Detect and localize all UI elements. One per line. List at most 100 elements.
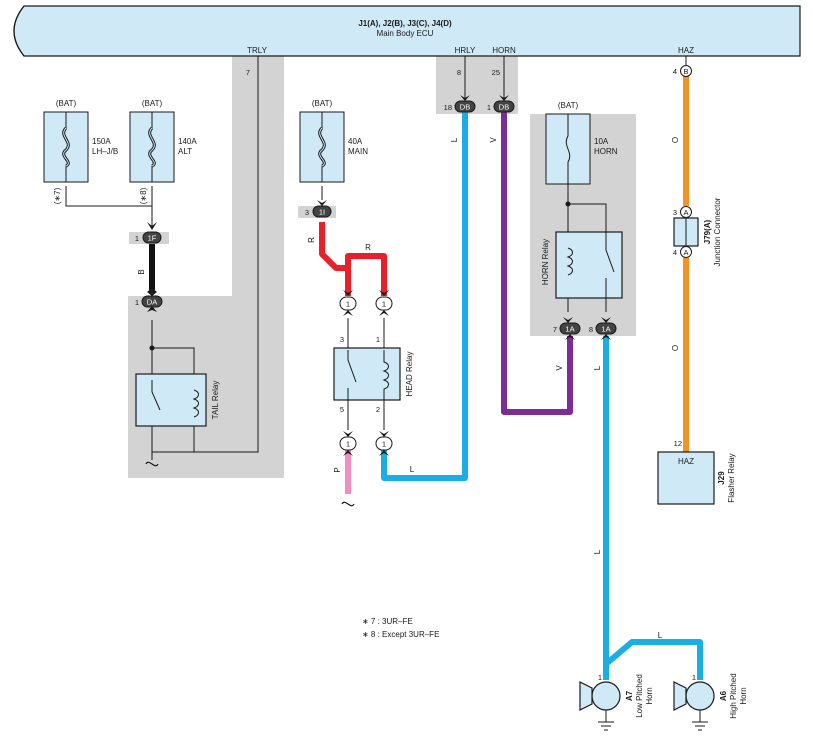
svg-text:1: 1 [382, 440, 386, 449]
svg-text:4: 4 [673, 248, 677, 257]
svg-text:Horn: Horn [739, 687, 748, 704]
svg-text:40A: 40A [348, 137, 363, 146]
head-relay: HEAD Relay 3 1 5 2 [333, 335, 414, 507]
head-relay-label: HEAD Relay [405, 352, 414, 397]
svg-text:150A: 150A [92, 137, 111, 146]
svg-text:HAZ: HAZ [678, 457, 694, 466]
wire-label-l2: L [410, 465, 415, 474]
junction-dots [149, 201, 571, 351]
connector-head-1-bl: 1 [339, 436, 357, 451]
main-body-ecu: J1(A), J2(B), J3(C), J4(D) Main Body ECU… [13, 5, 801, 57]
connector-head-1-tr: 1 [375, 296, 393, 311]
notes: ∗ 7 : 3UR–FE ∗ 8 : Except 3UR–FE [362, 617, 439, 639]
svg-text:A7: A7 [625, 690, 634, 701]
fuse-main: (BAT) 40A MAIN [299, 99, 368, 183]
svg-text:A: A [683, 208, 688, 217]
svg-text:140A: 140A [178, 137, 197, 146]
pin-hrly: 8 [457, 68, 461, 77]
svg-text:(BAT): (BAT) [142, 99, 163, 108]
fuse-lhjb: (BAT) 150A LH–J/B (∗7) [43, 99, 118, 204]
wire-label-l1: L [450, 137, 459, 142]
colored-wires [149, 76, 703, 680]
connector-da: DA 1 [135, 295, 163, 308]
svg-text:High Pitched: High Pitched [729, 673, 738, 718]
wire-label-v2: V [555, 365, 564, 371]
wire-label-p: P [333, 467, 342, 472]
svg-text:(BAT): (BAT) [558, 101, 579, 110]
wire-label-r2: R [365, 243, 371, 252]
svg-text:(∗8): (∗8) [139, 187, 148, 204]
connector-head-1-tl: 1 [339, 296, 357, 311]
connector-haz-b: B 4 [673, 65, 692, 77]
svg-text:Junction Connector: Junction Connector [713, 197, 722, 266]
svg-text:7: 7 [553, 325, 557, 334]
svg-text:(BAT): (BAT) [56, 99, 77, 108]
fuse-alt: (BAT) 140A ALT (∗8) [129, 99, 197, 204]
svg-text:Low Pitched: Low Pitched [635, 674, 644, 718]
svg-text:4: 4 [673, 67, 677, 76]
svg-text:Horn: Horn [645, 687, 654, 704]
connector-j79-bottom: A 4 [673, 246, 692, 258]
svg-text:J79(A): J79(A) [703, 219, 712, 244]
svg-text:2: 2 [376, 405, 380, 414]
svg-text:MAIN: MAIN [348, 147, 368, 156]
svg-text:1I: 1I [319, 208, 325, 217]
horn-relay: HORN Relay [541, 231, 623, 299]
wire-labels: B R R L V L V L L L O O P [137, 137, 680, 640]
connector-1a-right: 1A 8 [589, 322, 617, 335]
svg-text:J29: J29 [717, 471, 726, 485]
tail-relay-label: TAIL Relay [211, 381, 220, 420]
junction-connector-j79: J79(A) Junction Connector [673, 197, 722, 266]
svg-text:3: 3 [673, 208, 677, 217]
terminal-haz: HAZ [678, 46, 694, 55]
svg-text:1: 1 [346, 300, 350, 309]
tail-relay: TAIL Relay [135, 373, 220, 467]
wire-violet [501, 112, 573, 415]
svg-text:1: 1 [346, 440, 350, 449]
svg-text:1: 1 [135, 234, 139, 243]
svg-text:DB: DB [499, 103, 509, 112]
wire-label-b: B [137, 269, 146, 274]
svg-text:ALT: ALT [178, 147, 192, 156]
wire-red [319, 222, 387, 296]
svg-text:DB: DB [460, 103, 470, 112]
horn-relay-label: HORN Relay [541, 239, 550, 285]
ecu-subtitle: Main Body ECU [377, 29, 434, 38]
connector-j79-top: A 3 [673, 206, 692, 218]
note-2: ∗ 8 : Except 3UR–FE [362, 630, 439, 639]
note-1: ∗ 7 : 3UR–FE [362, 617, 413, 626]
wire-label-l4: L [593, 549, 602, 554]
connector-1i: 1I 3 [305, 205, 332, 218]
ecu-title: J1(A), J2(B), J3(C), J4(D) [358, 19, 452, 28]
svg-text:1: 1 [135, 298, 139, 307]
wire-blue-head [381, 112, 468, 481]
svg-text:1: 1 [382, 300, 386, 309]
svg-text:1: 1 [692, 673, 696, 682]
svg-text:B: B [683, 67, 688, 76]
wire-label-l3: L [593, 365, 602, 370]
svg-text:18: 18 [444, 103, 452, 112]
wire-label-o2: O [671, 345, 680, 351]
arrowheads [147, 95, 611, 456]
connector-db-left: DB 18 [444, 100, 476, 113]
connector-db-right: DB 1 [487, 100, 515, 113]
svg-text:12: 12 [674, 439, 682, 448]
svg-text:HORN: HORN [594, 147, 618, 156]
svg-text:1: 1 [598, 673, 602, 682]
terminal-hrly: HRLY [455, 46, 476, 55]
svg-text:A: A [683, 248, 688, 257]
pin-horn: 25 [492, 68, 500, 77]
svg-text:(∗7): (∗7) [53, 187, 62, 204]
horn-a7: 1 A7 Low Pitched Horn [579, 673, 654, 731]
svg-text:3: 3 [305, 208, 309, 217]
wire-label-o1: O [671, 137, 680, 143]
svg-text:Flasher Relay: Flasher Relay [727, 453, 736, 502]
svg-text:8: 8 [589, 325, 593, 334]
connector-head-1-br: 1 [375, 436, 393, 451]
svg-text:LH–J/B: LH–J/B [92, 147, 118, 156]
wire-label-v1: V [489, 137, 498, 143]
wire-label-r1: R [307, 237, 316, 243]
connector-1a-left: 1A 7 [553, 322, 581, 335]
svg-text:1: 1 [376, 335, 380, 344]
horn-a6: 1 A6 High Pitched Horn [673, 673, 748, 731]
